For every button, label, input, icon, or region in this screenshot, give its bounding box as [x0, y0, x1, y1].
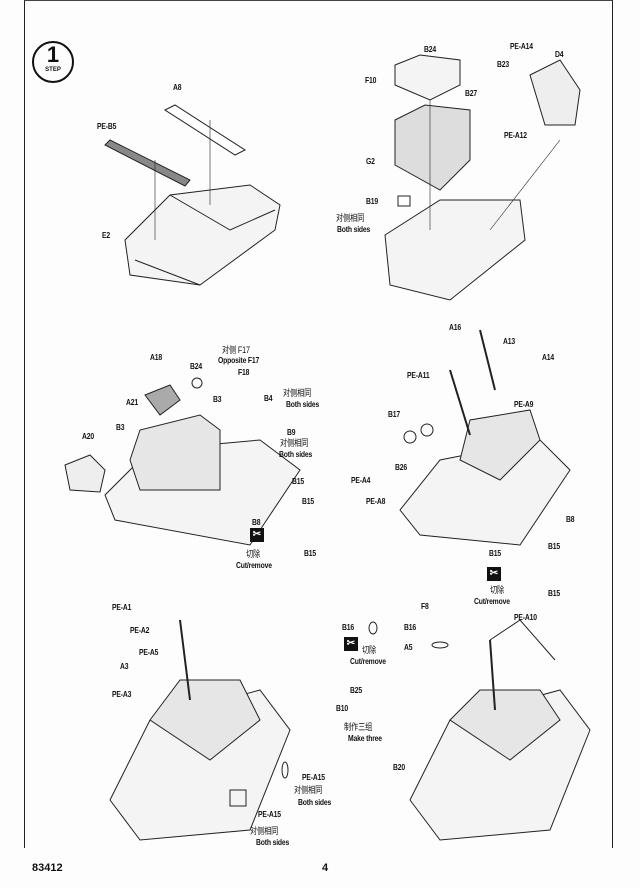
note-cn: 切除: [246, 549, 261, 559]
part-label: B27: [465, 88, 477, 98]
part-label: E2: [102, 230, 110, 240]
part-label: B16: [342, 622, 354, 632]
part-label: B19: [366, 196, 378, 206]
part-label: PE-A3: [112, 689, 132, 699]
step-label: STEP: [45, 67, 61, 73]
part-label: A3: [120, 661, 129, 671]
part-label: PE-B5: [97, 121, 117, 131]
note-en: Both sides: [337, 224, 371, 234]
part-label: B4: [264, 393, 273, 403]
part-label: F18: [238, 367, 250, 377]
part-label: A18: [150, 352, 162, 362]
panel5-mast-assembly: [109, 619, 291, 841]
part-label: B8: [566, 514, 575, 524]
part-label: B3: [213, 394, 222, 404]
part-label: B15: [489, 548, 501, 558]
part-label: B15: [292, 476, 304, 486]
step-badge: 1 STEP: [32, 41, 74, 83]
part-label: A14: [542, 352, 554, 362]
part-label: A8: [173, 82, 182, 92]
panel3-superstructure: [64, 377, 301, 546]
part-label: PE-A15: [302, 772, 325, 782]
part-label: B15: [548, 541, 560, 551]
part-label: B8: [252, 517, 261, 527]
note-cn: 对侧 F17: [222, 345, 250, 355]
page-frame: [24, 0, 613, 848]
part-label: PE-A4: [351, 475, 371, 485]
part-label: PE-A14: [510, 41, 533, 51]
note-cn: 制作三组: [344, 722, 373, 732]
panel4-superstructure: [399, 329, 571, 546]
note-en: Opposite F17: [218, 355, 260, 365]
cut-icon: ✂: [487, 567, 501, 581]
part-label: B24: [424, 44, 436, 54]
note-cn: 对侧相同: [294, 785, 323, 795]
panel1-hull: [104, 104, 281, 286]
part-label: PE-A8: [366, 496, 386, 506]
part-label: B16: [404, 622, 416, 632]
note-en: Cut/remove: [236, 560, 272, 570]
note-cn: 对侧相同: [336, 213, 365, 223]
part-label: A13: [503, 336, 515, 346]
panel2-hull: [384, 54, 581, 301]
part-label: A20: [82, 431, 94, 441]
note-cn: 切除: [490, 585, 505, 595]
part-label: PE-A2: [130, 625, 150, 635]
note-cn: 对侧相同: [280, 438, 309, 448]
cut-icon: ✂: [344, 637, 358, 651]
part-label: B17: [388, 409, 400, 419]
step-number: 1: [46, 42, 60, 67]
part-label: B26: [395, 462, 407, 472]
part-label: PE-A10: [514, 612, 537, 622]
panel6-mast-assembly: [368, 619, 591, 841]
note-en: Both sides: [279, 449, 313, 459]
note-en: Cut/remove: [474, 596, 510, 606]
part-label: B20: [393, 762, 405, 772]
part-label: PE-A15: [258, 809, 281, 819]
part-label: PE-A12: [504, 130, 527, 140]
part-label: PE-A9: [514, 399, 534, 409]
part-label: A5: [404, 642, 413, 652]
cut-icon: ✂: [250, 528, 264, 542]
part-label: B15: [302, 496, 314, 506]
note-cn: 对侧相同: [283, 388, 312, 398]
note-en: Both sides: [298, 797, 332, 807]
part-label: B10: [336, 703, 348, 713]
note-en: Both sides: [256, 837, 290, 847]
part-label: B15: [304, 548, 316, 558]
part-label: B3: [116, 422, 125, 432]
note-cn: 切除: [362, 645, 377, 655]
part-label: F10: [365, 75, 377, 85]
part-label: PE-A11: [407, 370, 430, 380]
part-label: F8: [421, 601, 429, 611]
part-label: A21: [126, 397, 138, 407]
part-label: D4: [555, 49, 564, 59]
note-en: Both sides: [286, 399, 320, 409]
note-en: Cut/remove: [350, 656, 386, 666]
part-label: A16: [449, 322, 461, 332]
note-cn: 对侧相同: [250, 826, 279, 836]
part-label: PE-A5: [139, 647, 159, 657]
note-en: Make three: [348, 733, 382, 743]
page-number: 4: [322, 862, 329, 874]
part-label: B25: [350, 685, 362, 695]
kit-code: 83412: [32, 862, 63, 874]
part-label: G2: [366, 156, 375, 166]
part-label: B24: [190, 361, 202, 371]
part-label: B9: [287, 427, 296, 437]
part-label: B15: [548, 588, 560, 598]
part-label: PE-A1: [112, 602, 132, 612]
part-label: B23: [497, 59, 509, 69]
